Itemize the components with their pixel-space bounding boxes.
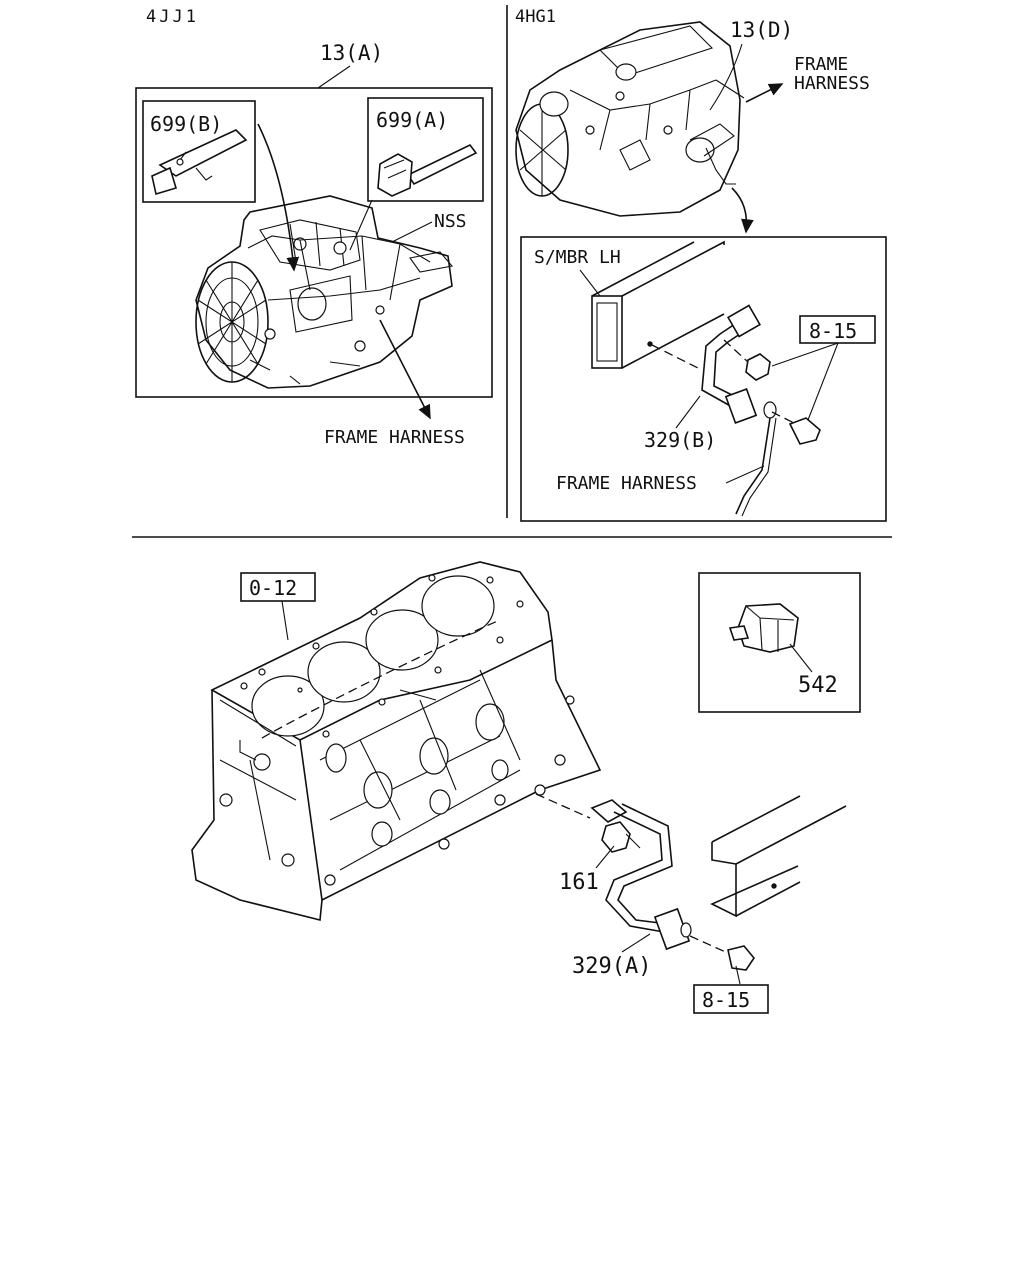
ground-cable-label-329b[interactable]: 329(B) (644, 428, 716, 452)
bolt-ref-box-cylinder (693, 984, 769, 1014)
clip-b-inset (142, 100, 256, 203)
bolt-161 (601, 821, 641, 853)
clip-a-label[interactable]: 699(A) (376, 108, 448, 132)
frame-harness-cable-4hg1 (735, 417, 771, 515)
frame-harness-label-4hg1-line1[interactable]: FRAME (794, 54, 848, 75)
bolt-ref-4hg1[interactable]: 8-15 (809, 319, 857, 343)
block-ref[interactable]: 0-12 (249, 576, 297, 600)
clip-a-icon (377, 143, 478, 197)
bolt-8-15-4hg1 (788, 417, 821, 445)
frame-harness-arrow-4hg1 (745, 83, 784, 103)
frame-harness-detail-label[interactable]: FRAME HARNESS (556, 473, 697, 494)
bolt-ref-cylinder[interactable]: 8-15 (702, 988, 750, 1012)
member-label[interactable]: S/MBR LH (534, 247, 621, 268)
clip-542-inset (698, 572, 861, 713)
clip-a-inset (367, 97, 484, 202)
section-4hg1: 4HG1 13(D) FRAME HARNESS S/MBR (515, 7, 887, 522)
cylinder-block-sketch (191, 561, 602, 922)
nss-label[interactable]: NSS (434, 211, 467, 232)
frame-member-cylinder (710, 795, 847, 918)
nut-8-15-4hg1 (745, 353, 771, 381)
frame-harness-arrow-4jj1 (379, 319, 431, 420)
bolt-161-label[interactable]: 161 (559, 870, 599, 895)
ground-cable-label-329a[interactable]: 329(A) (572, 954, 651, 979)
harness-callout-13a[interactable]: 13(A) (320, 41, 383, 65)
frame-harness-label-4jj1[interactable]: FRAME HARNESS (324, 427, 465, 448)
ground-cable-329b (701, 304, 777, 424)
block-ref-box (240, 572, 316, 602)
harness-callout-13d[interactable]: 13(D) (730, 18, 793, 42)
section-4jj1: 4JJ1 13(A) 699(B) 699(A) (135, 7, 493, 448)
engine-4jj1-sketch (195, 195, 454, 389)
callout-arrow-699b (257, 123, 300, 272)
frame-harness-label-4hg1-line2[interactable]: HARNESS (794, 73, 870, 94)
ground-cable-329a (590, 799, 692, 951)
model-label-4hg1: 4HG1 (515, 7, 556, 27)
clip-542-label[interactable]: 542 (798, 673, 838, 698)
callout-arrow-4hg1 (731, 187, 754, 234)
clip-b-icon (151, 129, 248, 196)
bolt-8-15-cylinder (727, 945, 755, 985)
side-member-lh (591, 240, 725, 369)
section-cylinder-block: 0-12 (191, 561, 861, 1014)
ground-detail-frame-4hg1 (520, 236, 887, 522)
engine-harness-frame-4jj1 (135, 87, 493, 398)
engine-4hg1-sketch (515, 21, 745, 217)
model-label-4jj1: 4JJ1 (146, 7, 199, 27)
clip-542-icon (728, 603, 799, 653)
clip-b-label[interactable]: 699(B) (150, 112, 222, 136)
